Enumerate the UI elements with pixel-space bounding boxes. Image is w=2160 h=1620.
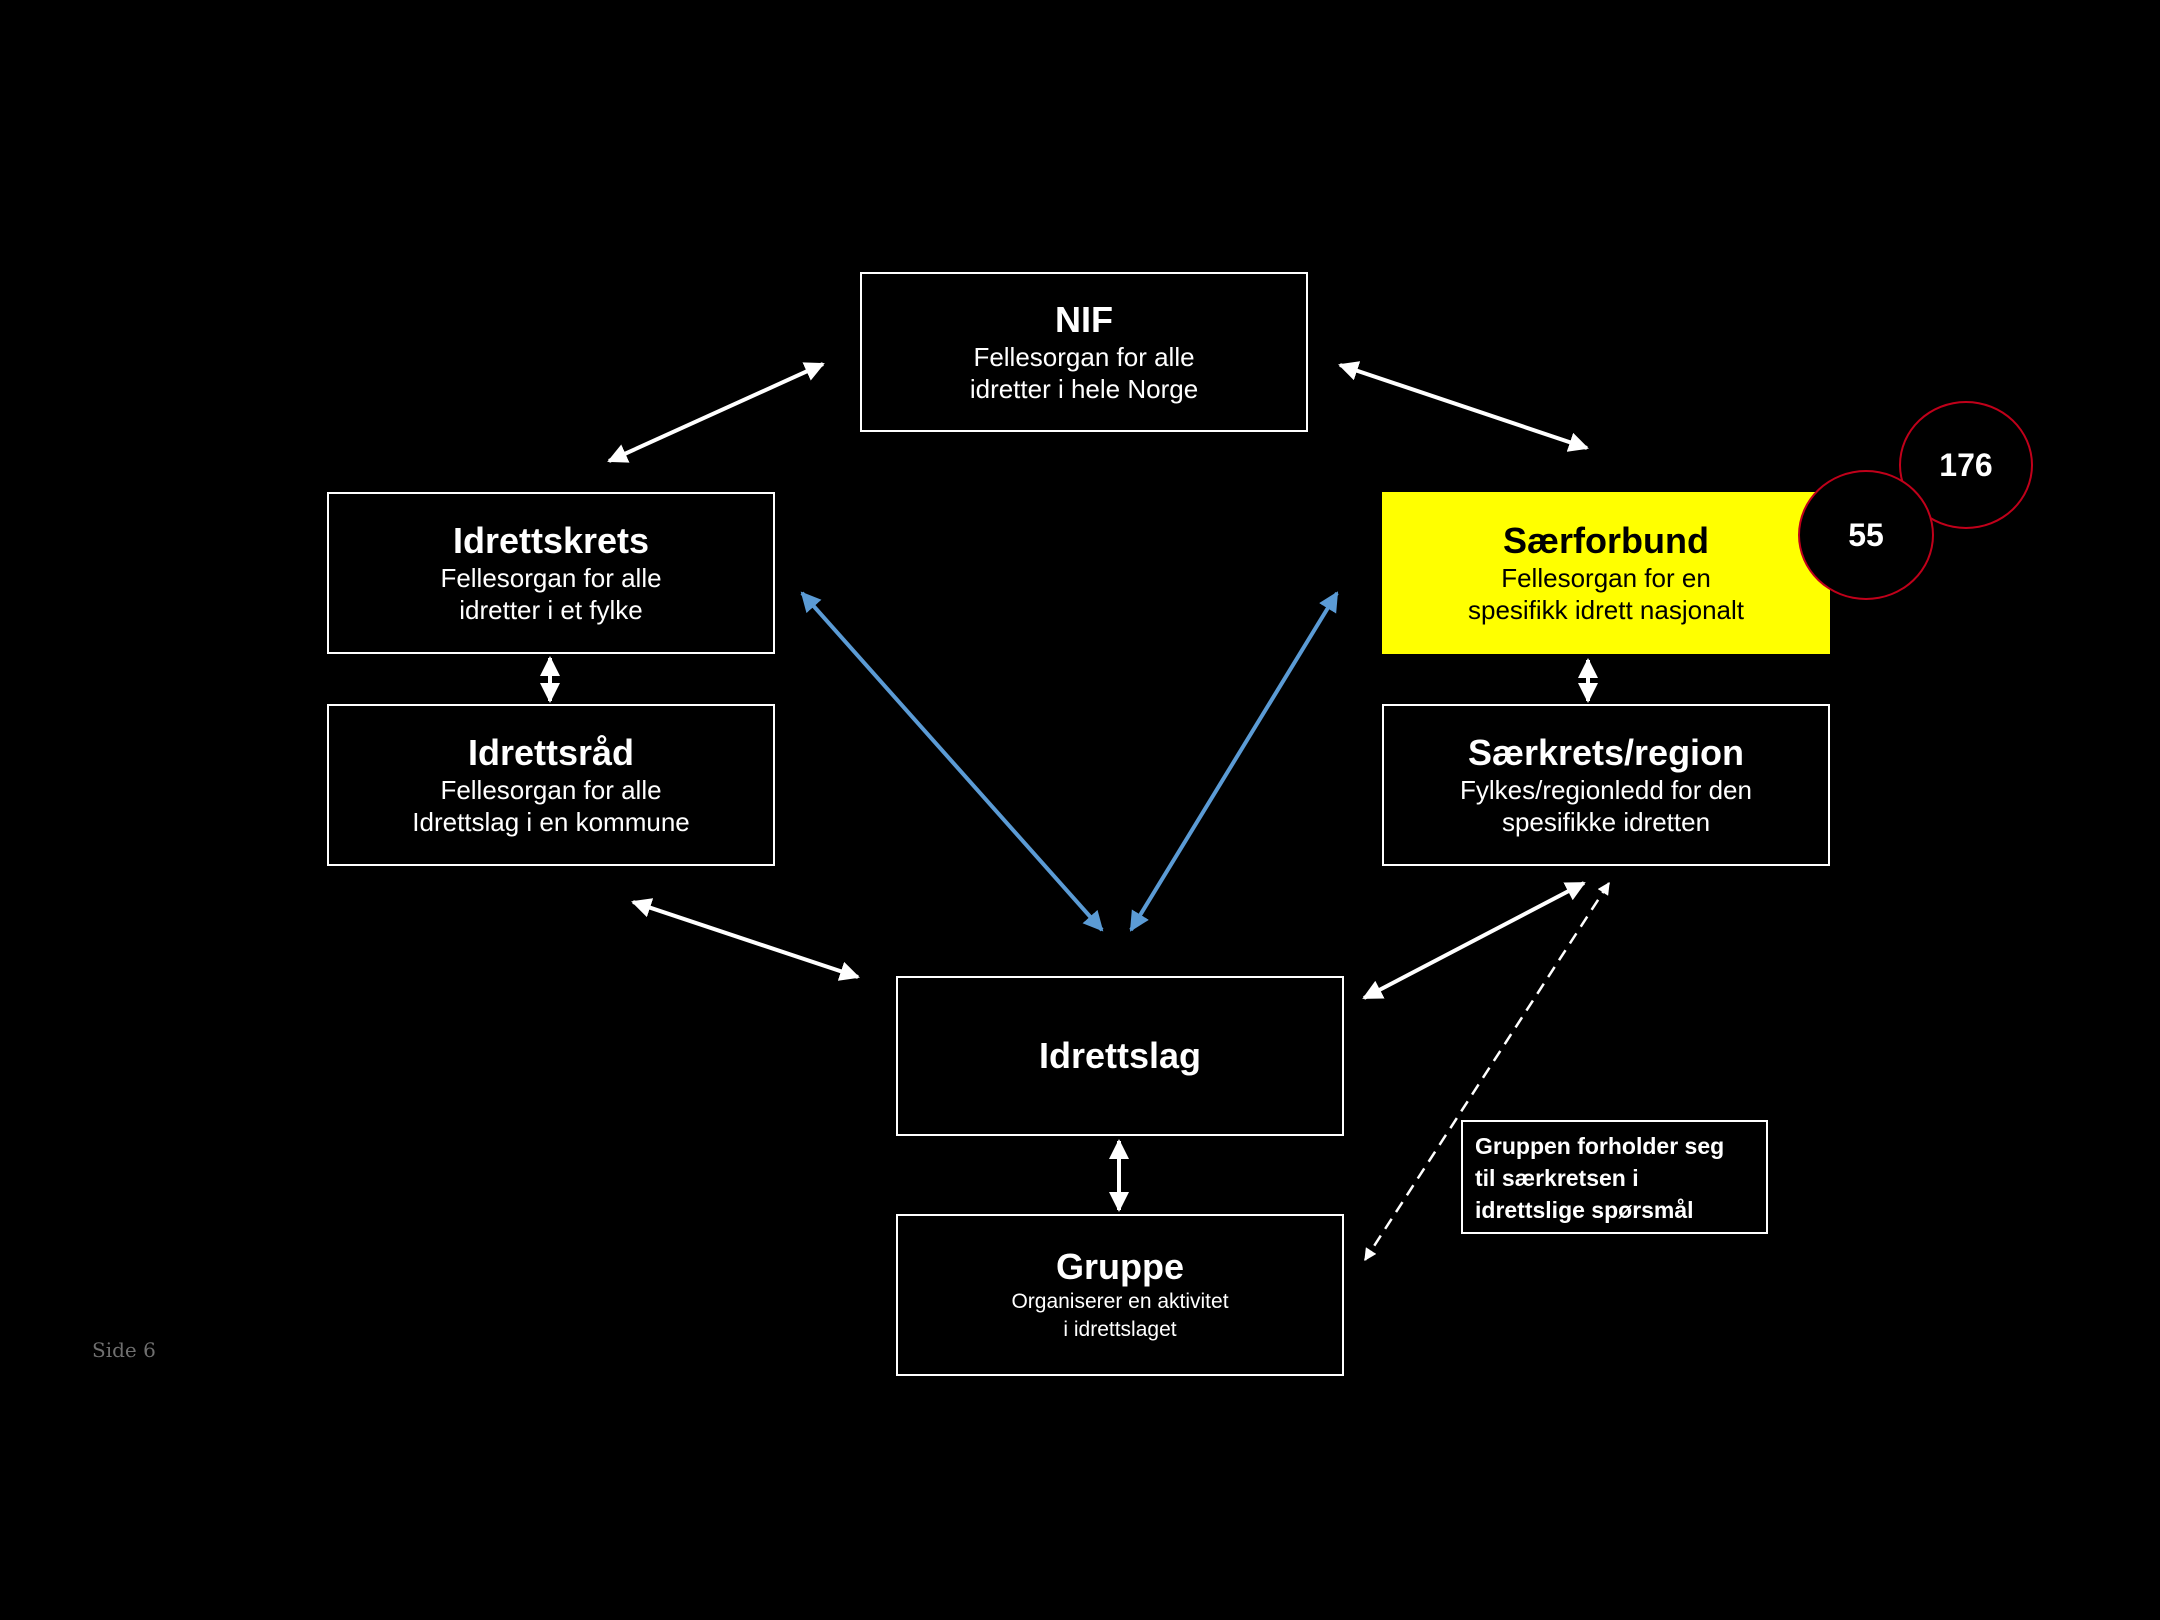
- idrettslag-title: Idrettslag: [1038, 1035, 1202, 1076]
- saerforbund-subtitle: Fellesorgan for en spesifikk idrett nasj…: [1467, 563, 1745, 625]
- saerforbund-box: Særforbund Fellesorgan for en spesifikk …: [1382, 492, 1830, 654]
- saerkrets-subtitle: Fylkes/regionledd for den spesifikke idr…: [1460, 775, 1752, 837]
- arrow-nif-saerforbund: [1338, 361, 1589, 452]
- saerkrets-box: Særkrets/region Fylkes/regionledd for de…: [1382, 704, 1830, 866]
- gruppe-title: Gruppe: [1055, 1246, 1184, 1287]
- idrettskrets-box: Idrettskrets Fellesorgan for alle idrett…: [327, 492, 775, 654]
- nif-title: NIF: [1055, 299, 1113, 340]
- nif-box: NIF Fellesorgan for alle idretter i hele…: [860, 272, 1308, 432]
- arrow-saerkrets-idrettslag: [1362, 881, 1586, 1000]
- arrow-nif-idrettskrets: [607, 362, 825, 463]
- arrow-idrettsrad-idrettslag: [631, 898, 860, 981]
- count-badge-55: 55: [1798, 470, 1934, 600]
- idrettskrets-subtitle: Fellesorgan for alle idretter i et fylke: [440, 563, 662, 625]
- arrow-saerforbund-idrettslag: [1129, 591, 1339, 932]
- nif-subtitle: Fellesorgan for alle idretter i hele Nor…: [969, 342, 1199, 404]
- gruppe-box: Gruppe Organiserer en aktivitet i idrett…: [896, 1214, 1344, 1376]
- gruppe-subtitle: Organiserer en aktivitet i idrettslaget: [1011, 1290, 1229, 1341]
- saerkrets-title: Særkrets/region: [1467, 732, 1745, 773]
- saerforbund-title: Særforbund: [1503, 520, 1709, 561]
- gruppe-note: Gruppen forholder seg til særkretsen i i…: [1461, 1120, 1768, 1234]
- idrettsrad-subtitle: Fellesorgan for alle Idrettslag i en kom…: [412, 775, 690, 837]
- idrettskrets-title: Idrettskrets: [452, 520, 650, 561]
- idrettsrad-title: Idrettsråd: [467, 732, 635, 773]
- idrettslag-box: Idrettslag: [896, 976, 1344, 1136]
- arrow-idrettskrets-idrettslag: [800, 591, 1104, 932]
- arrow-saerkrets-gruppe-dashed: [1363, 881, 1611, 1262]
- page-number: Side 6: [92, 1338, 156, 1362]
- idrettsrad-box: Idrettsråd Fellesorgan for alle Idrettsl…: [327, 704, 775, 866]
